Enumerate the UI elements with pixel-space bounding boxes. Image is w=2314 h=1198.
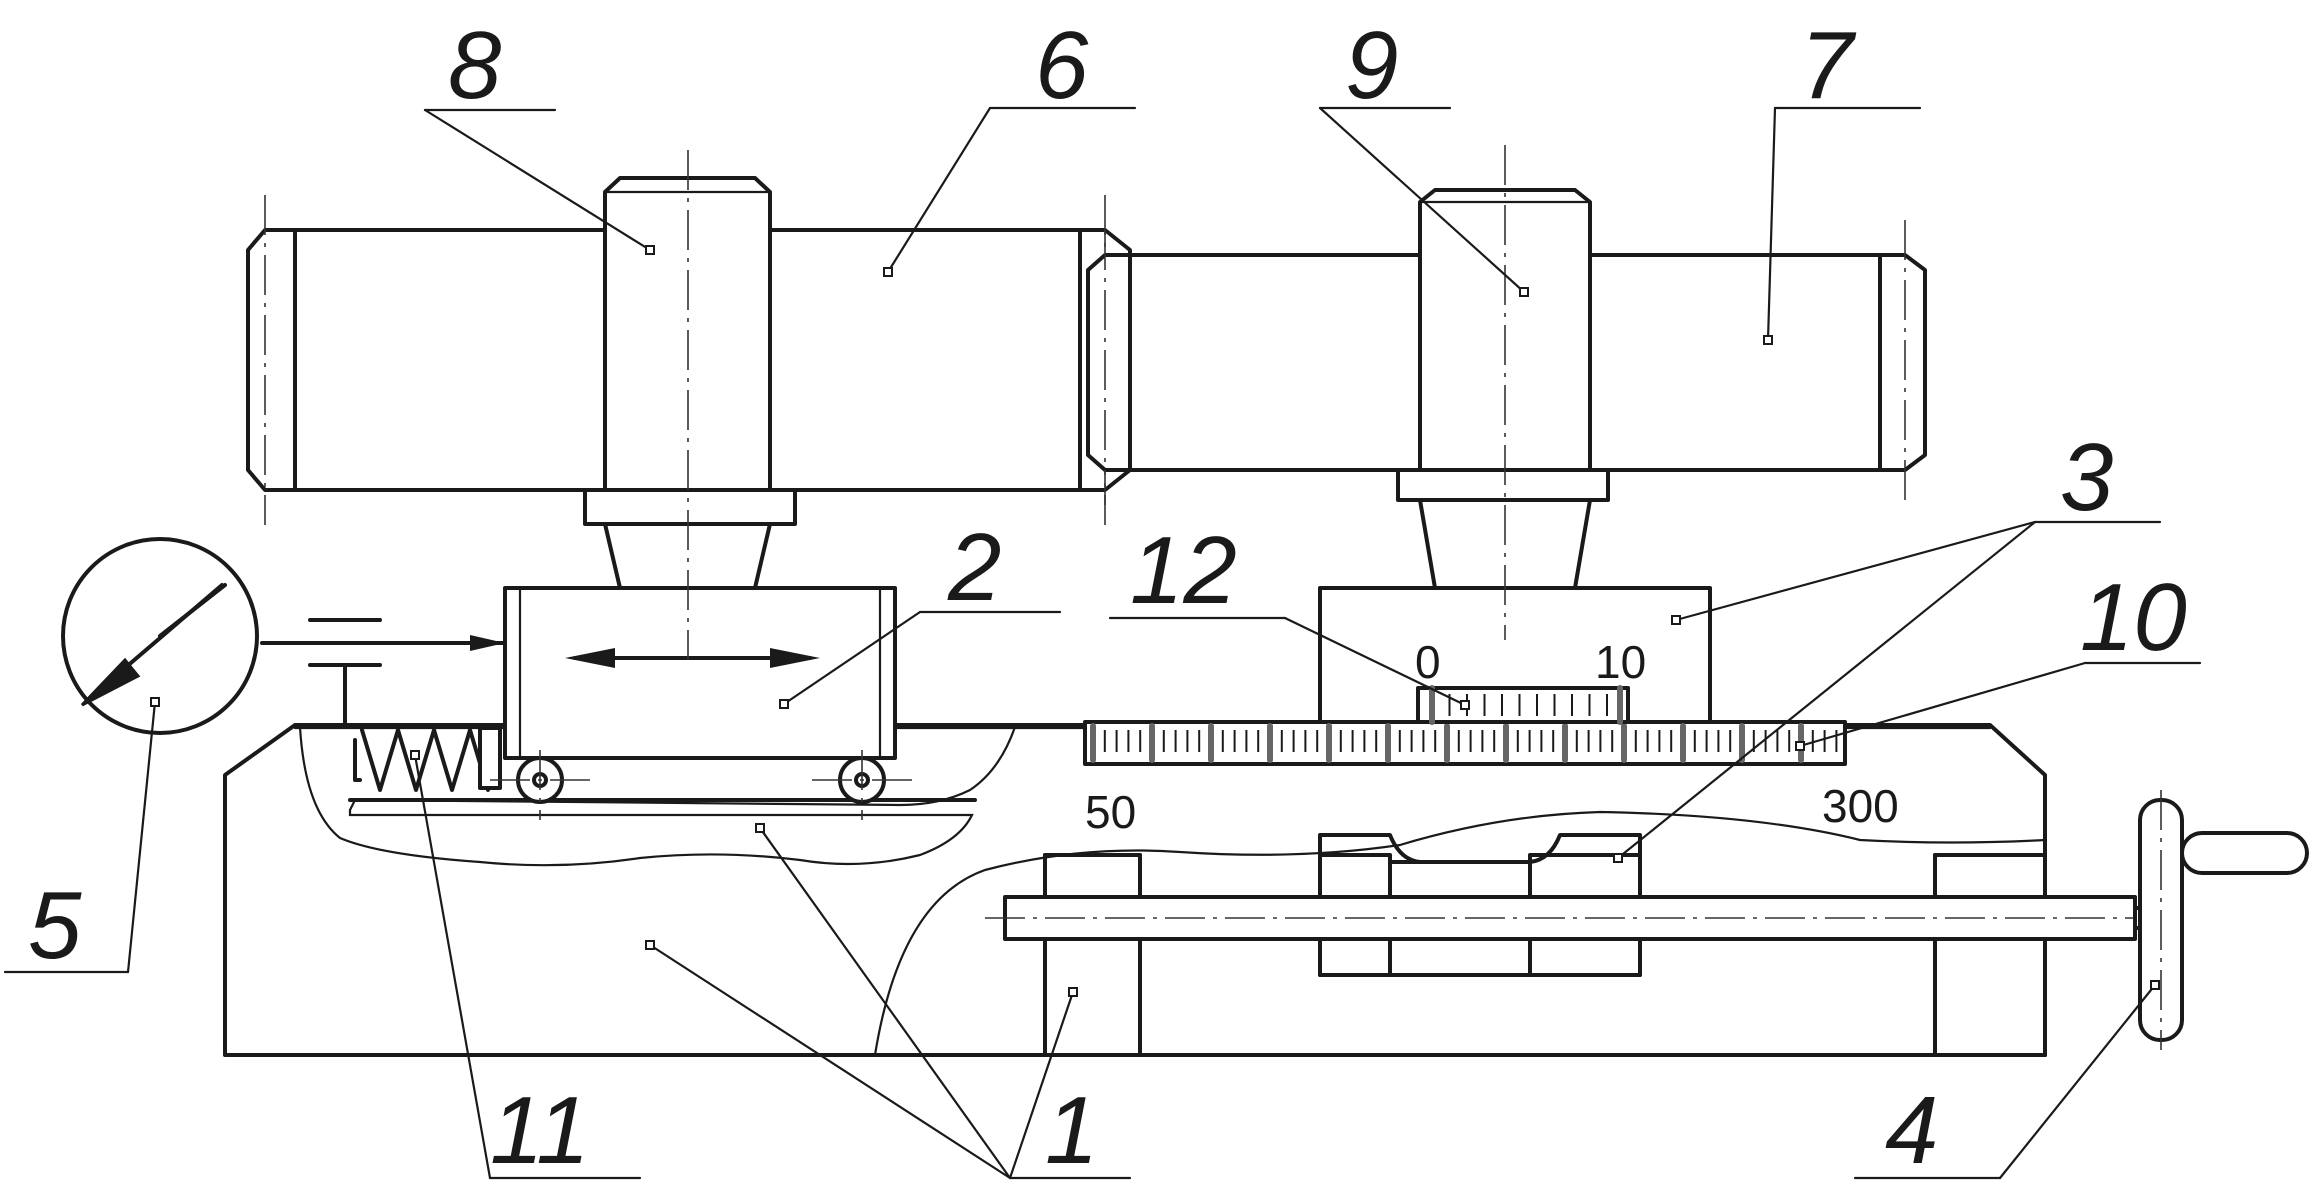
label-1: 1: [1045, 1077, 1098, 1184]
base-break-hatch: [298, 725, 1017, 867]
label-6: 6: [1035, 12, 1089, 119]
label-10: 10: [2080, 564, 2187, 671]
spring: [353, 726, 502, 792]
label-5: 5: [28, 872, 82, 979]
label-3: 3: [2060, 424, 2113, 531]
label-4: 4: [1885, 1077, 1938, 1184]
label-8: 8: [448, 12, 501, 119]
label-9: 9: [1345, 12, 1398, 119]
scale-upper-right: 10: [1595, 636, 1646, 688]
carriage-left: [260, 586, 912, 820]
scale-numbers: 0 10 50 300: [1085, 636, 1899, 838]
label-7: 7: [1800, 12, 1857, 119]
shaft-9: [1396, 145, 1610, 640]
label-12: 12: [1130, 517, 1237, 624]
shaft-8: [583, 150, 797, 660]
leader-lines: [3, 106, 2202, 1180]
base-body: [223, 723, 2145, 1057]
dial-indicator: [61, 537, 259, 735]
label-2: 2: [947, 514, 1001, 621]
handwheel: [2133, 790, 2309, 1050]
vernier-upper: [1416, 685, 1630, 725]
label-11: 11: [490, 1077, 590, 1184]
scale-lower: [1083, 720, 1847, 766]
part-labels: 8 6 9 7 2 12 3 10 5 11 1 4: [28, 12, 2187, 1184]
scale-lower-left: 50: [1085, 786, 1136, 838]
scale-upper-left: 0: [1415, 636, 1441, 688]
scale-lower-right: 300: [1822, 780, 1899, 832]
